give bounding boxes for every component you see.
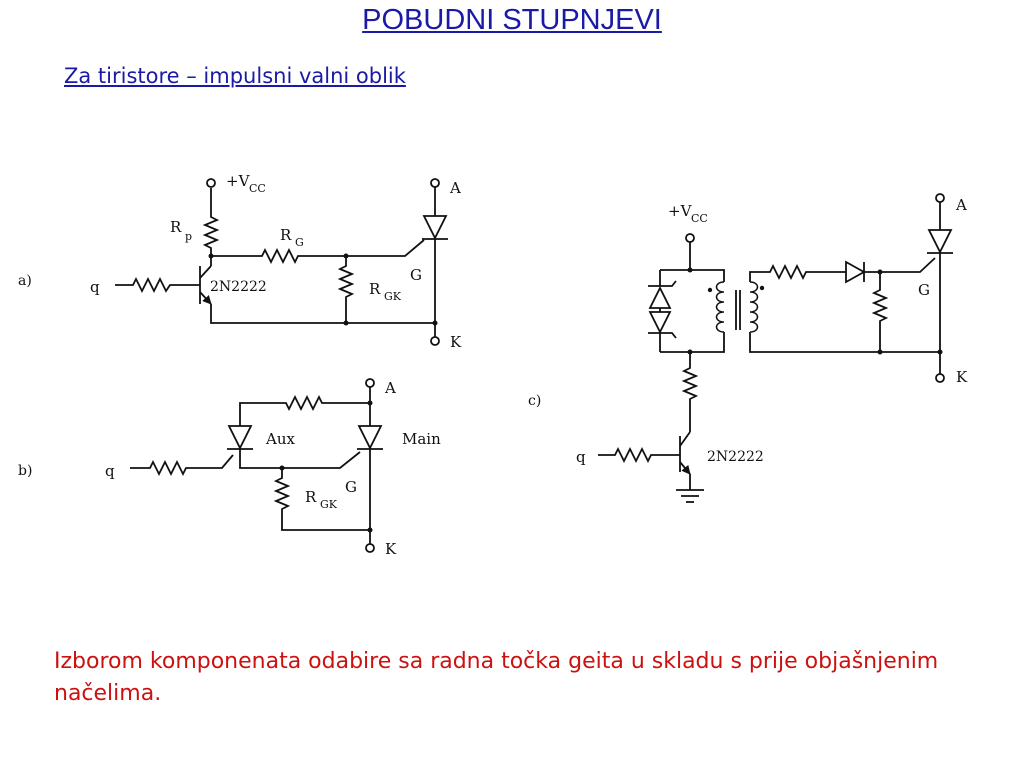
circuit-c-secondary-resistor (749, 263, 846, 282)
circuit-b-aux-label: Aux (265, 430, 295, 448)
circuit-b-input-resistor (130, 454, 234, 477)
circuit-a-rg-label: R (280, 226, 292, 244)
circuit-b-main-thyristor (357, 425, 383, 451)
circuit-a: a) q 2N2222 +V CC R p R G R GK G (18, 172, 462, 351)
circuit-b-anode-label: A (384, 379, 396, 397)
circuit-a-thyristor (422, 215, 448, 241)
circuit-a-label: a) (18, 273, 32, 289)
circuit-c: c) +V CC (528, 193, 968, 503)
circuit-c-cathode-terminal (935, 373, 945, 383)
circuit-a-rgk-sub: GK (384, 290, 402, 303)
circuit-diagrams: a) q 2N2222 +V CC R p R G R GK G (18, 172, 968, 558)
circuit-a-rgk-resistor (337, 256, 355, 323)
circuit-c-transistor (679, 431, 691, 475)
circuit-a-vcc-terminal (206, 178, 216, 188)
circuit-b-gate-label: G (345, 478, 357, 496)
circuit-a-rg-sub: G (295, 236, 304, 249)
circuit-a-gate-label: G (410, 266, 422, 284)
circuit-c-cathode-label: K (956, 368, 968, 386)
circuit-c-diode (845, 260, 866, 284)
circuit-b-aux-resistor (239, 394, 370, 426)
circuit-b-cathode-terminal (365, 543, 375, 553)
circuit-a-cathode-terminal (430, 336, 440, 346)
circuit-b-rgk-label: R (305, 488, 317, 506)
circuit-c-zener-diodes (648, 270, 677, 352)
circuit-a-rp-resistor (202, 188, 220, 256)
circuit-b-main-label: Main (402, 430, 441, 448)
circuit-c-primary-coil (715, 281, 725, 333)
circuit-b-aux-thyristor (227, 425, 253, 451)
circuit-a-rg-resistor (211, 247, 346, 265)
circuit-c-input-resistor (598, 446, 680, 464)
circuit-a-rgk-label: R (369, 280, 381, 298)
circuit-a-input-label: q (90, 278, 100, 296)
circuit-c-secondary-coil (749, 281, 759, 333)
circuit-b-anode-terminal (365, 378, 375, 388)
circuit-c-gate-label: G (918, 281, 930, 299)
circuit-c-collector-resistor (681, 352, 699, 432)
circuit-c-ground-icon (676, 489, 704, 503)
circuit-c-vcc-label: +V (668, 202, 693, 220)
circuit-a-vcc-sub: CC (249, 182, 266, 195)
slide-note: Izborom komponenata odabire sa radna toč… (54, 649, 939, 706)
circuit-a-anode-terminal (430, 178, 440, 188)
circuit-c-thyristor (927, 229, 953, 255)
circuit-a-rp-sub: p (185, 230, 192, 243)
circuit-c-anode-label: A (955, 196, 967, 214)
circuit-b-cathode-label: K (385, 540, 397, 558)
circuit-a-transistor-label: 2N2222 (210, 279, 267, 295)
circuit-b-input-label: q (105, 462, 115, 480)
circuit-a-input-resistor (115, 276, 200, 294)
circuit-b: b) q A Aux Main G R GK K (18, 378, 441, 558)
circuit-c-input-label: q (576, 448, 586, 466)
circuit-a-anode-label: A (449, 179, 461, 197)
slide-title: POBUDNI STUPNJEVI (362, 4, 662, 36)
circuit-a-cathode-label: K (450, 333, 462, 351)
circuit-b-label: b) (18, 463, 32, 479)
circuit-b-rgk-resistor (273, 468, 370, 531)
circuit-a-vcc-label: +V (226, 172, 251, 190)
circuit-c-rgk-resistor (871, 272, 889, 352)
circuit-c-transistor-label: 2N2222 (707, 449, 764, 465)
circuit-c-anode-terminal (935, 193, 945, 203)
circuit-c-vcc-terminal (685, 233, 695, 243)
slide-subtitle: Za tiristore – impulsni valni oblik (64, 64, 406, 88)
circuit-a-rp-label: R (170, 218, 182, 236)
circuit-b-rgk-sub: GK (320, 498, 338, 511)
circuit-c-vcc-sub: CC (691, 212, 708, 225)
circuit-c-label: c) (528, 393, 541, 409)
circuit-a-transistor (199, 265, 212, 305)
